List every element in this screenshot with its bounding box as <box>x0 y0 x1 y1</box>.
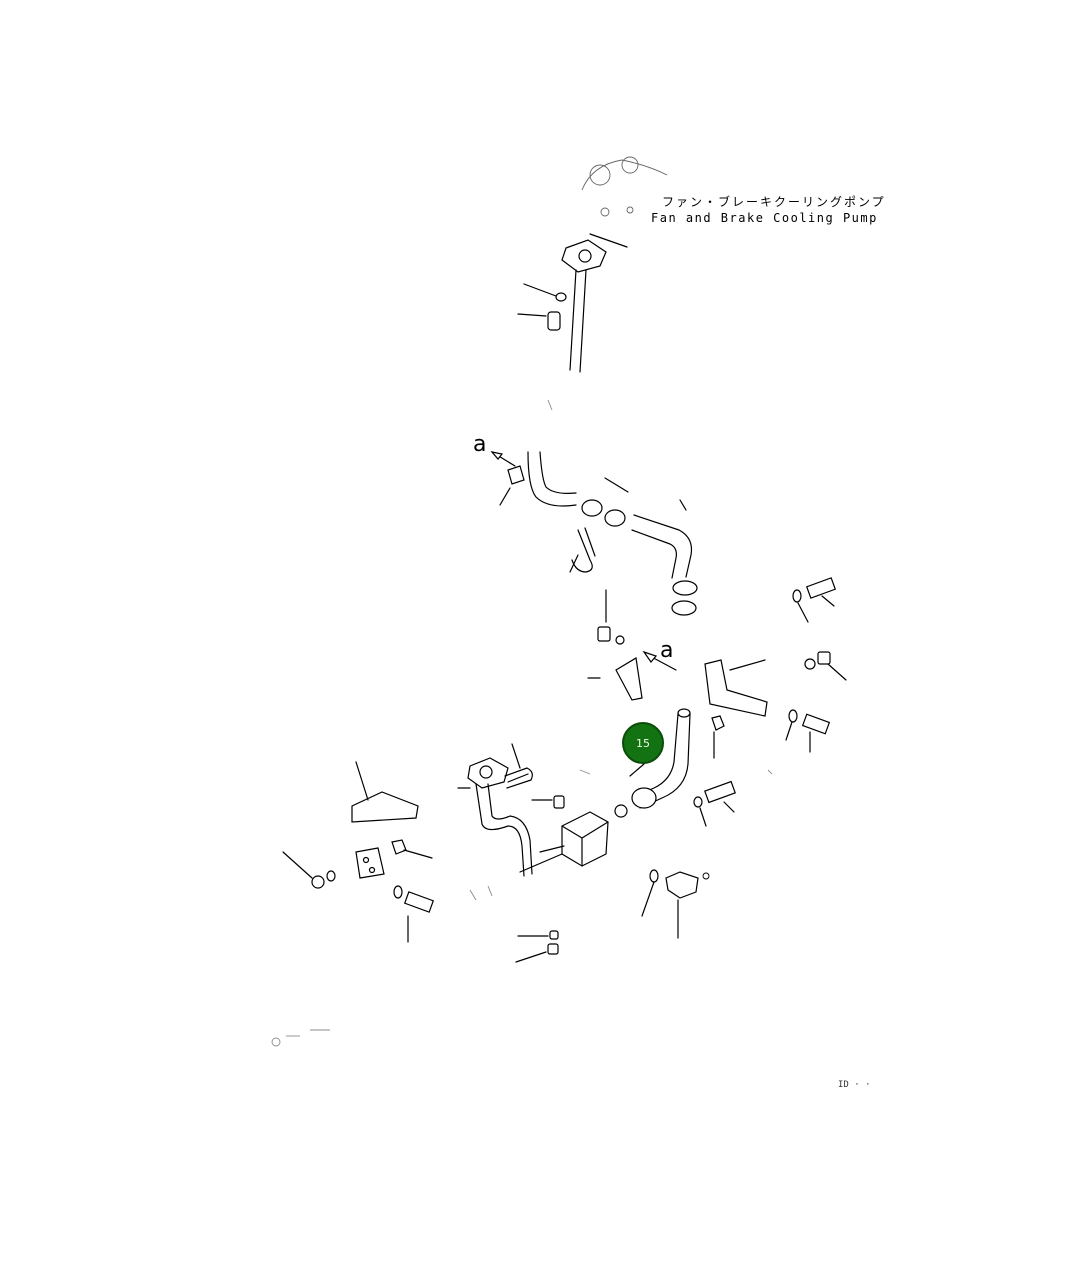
view-mark-a-lower: a <box>660 638 674 663</box>
pump-label-japanese: ファン・ブレーキクーリングポンプ <box>662 195 886 209</box>
u-bolt-clamp <box>569 527 596 573</box>
pump-label-english: Fan and Brake Cooling Pump <box>651 211 878 225</box>
pump-sketch <box>581 156 668 217</box>
hotspot-number: 15 <box>636 736 650 750</box>
view-mark-a-upper: a <box>473 432 487 457</box>
view-arrows <box>490 451 677 671</box>
lower-hose <box>614 708 725 818</box>
u-bolt-left <box>504 743 533 789</box>
left-bracket <box>282 761 435 943</box>
faint-marks <box>271 399 773 1047</box>
bottom-fittings <box>515 930 559 963</box>
small-bolt-center <box>531 795 565 809</box>
bolt-mid <box>693 780 736 827</box>
part-hotspot-15[interactable]: 15 <box>622 722 664 764</box>
top-flange <box>561 233 628 273</box>
drawing-code: ID · · <box>838 1080 871 1090</box>
washer-bolt-top <box>517 283 567 331</box>
left-hose-assembly <box>457 757 609 877</box>
nut-bracket <box>587 589 643 701</box>
elbow-fitting <box>641 869 710 939</box>
right-bracket <box>704 577 847 753</box>
upper-hose <box>569 269 587 373</box>
mid-hose-assembly <box>499 451 698 616</box>
